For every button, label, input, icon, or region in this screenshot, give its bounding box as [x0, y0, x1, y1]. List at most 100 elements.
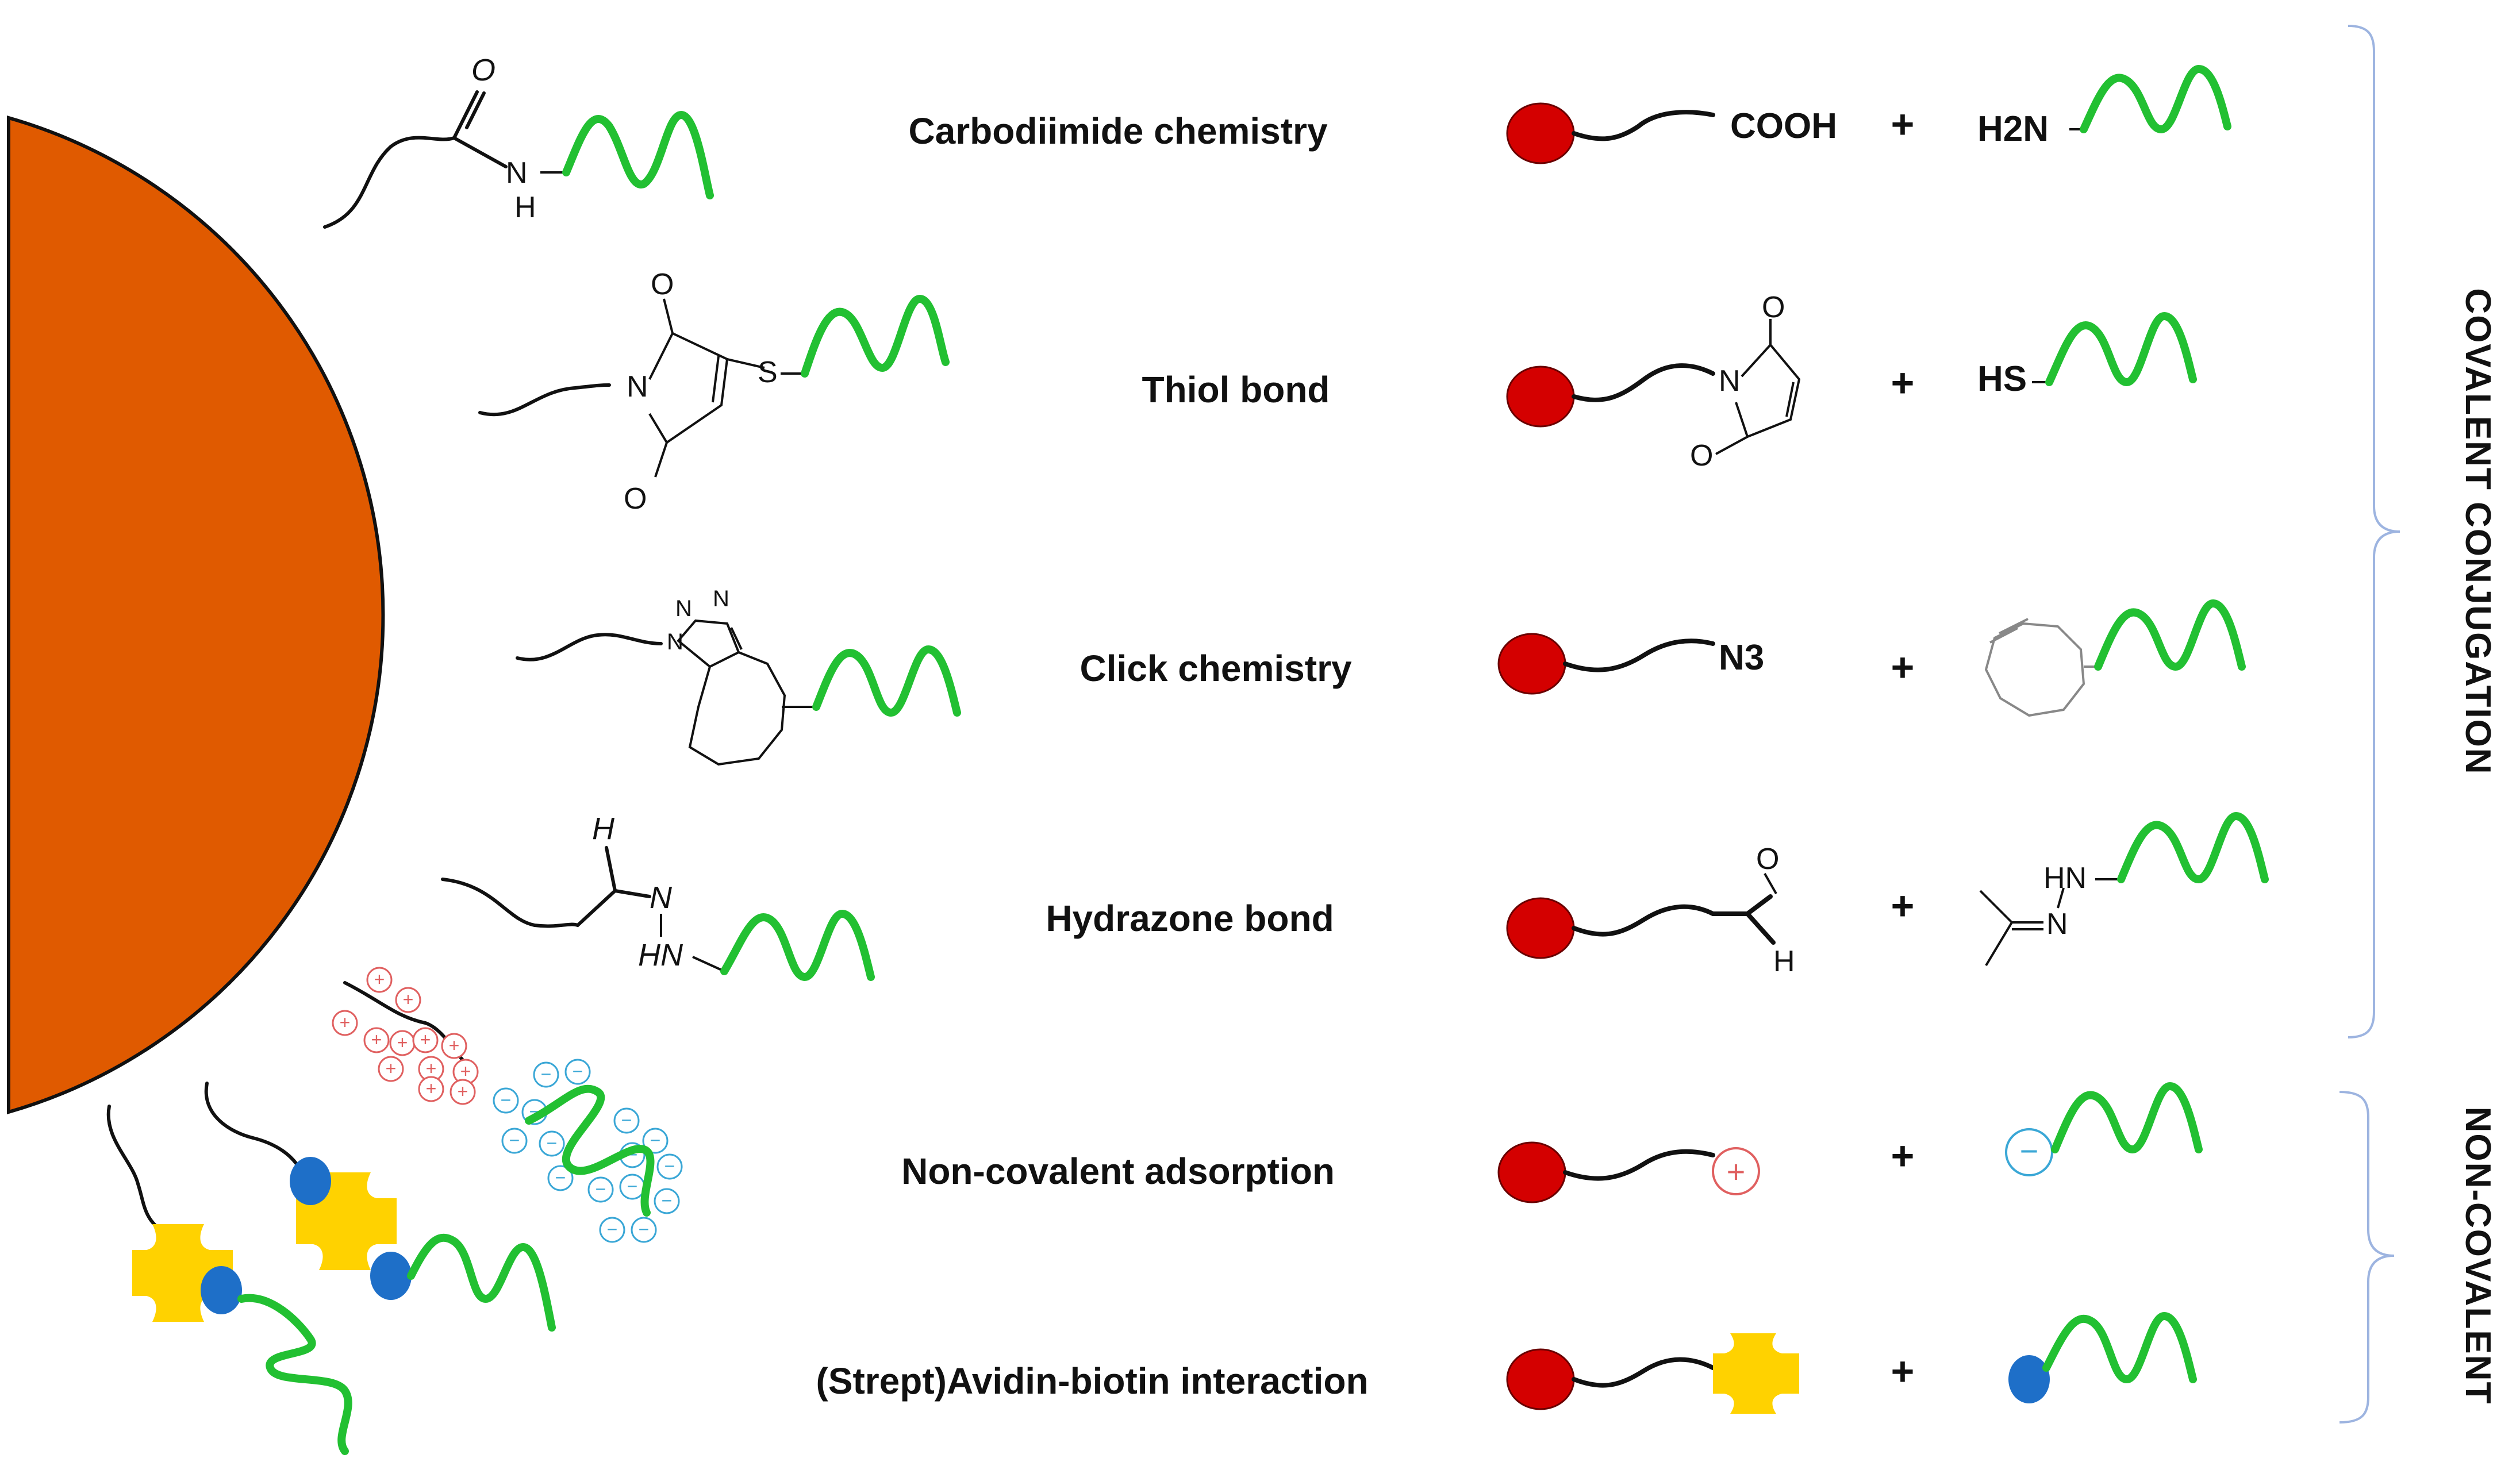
- maleimide-reagent-o-top: O: [1762, 291, 1785, 324]
- method-label-adsorption: Non-covalent adsorption: [901, 1151, 1335, 1192]
- hydrazide-reagent: [1979, 887, 2065, 967]
- negative-charge-sign-16: −: [639, 1219, 650, 1240]
- oligo-strand-biotin-2: [407, 1233, 556, 1332]
- positive-charge-sign-12: +: [458, 1081, 468, 1102]
- negative-charge-12: [587, 1176, 614, 1203]
- negative-charge-sign-7: −: [621, 1110, 632, 1130]
- ligand-tether-3: [1563, 638, 1715, 672]
- positive-charge-sign-11: +: [426, 1078, 437, 1099]
- hydrazone-bond: [692, 956, 725, 972]
- positive-charge-8: [378, 1056, 404, 1082]
- triazole-cyclooctane-ring: [677, 619, 816, 766]
- plus-1: +: [1891, 102, 1915, 147]
- positive-charge-sign-7: +: [449, 1035, 460, 1056]
- bracket-covalent: [2348, 25, 2400, 1038]
- ligand-tether-1: [1572, 110, 1715, 141]
- group-label-noncovalent: NON-COVALENT: [2458, 1107, 2498, 1405]
- negative-charge-sign-15: −: [607, 1219, 618, 1240]
- ligand-sphere-2: [1506, 366, 1575, 428]
- triazole-n2: N: [675, 596, 692, 621]
- negative-charge-15: [599, 1217, 625, 1243]
- plus-6: +: [1891, 1349, 1915, 1394]
- oligo-negative: [2051, 1082, 2203, 1154]
- ligand-tether-5: [1563, 1149, 1715, 1181]
- positive-charge-cloud: ++++++++++++: [332, 967, 479, 1105]
- oligo-strand-amide: [562, 110, 714, 199]
- negative-charge-3: [493, 1087, 519, 1114]
- positive-charge-6: [412, 1027, 439, 1053]
- positive-charge-sign-10: +: [460, 1061, 471, 1082]
- biotin-dot-3: [370, 1252, 412, 1300]
- negative-charge-cloud: −−−−−−−−−−−−−−−−: [493, 1059, 683, 1243]
- negative-charge-11: [547, 1165, 574, 1191]
- negative-charge-sign-3: −: [501, 1090, 512, 1110]
- ligand-tether-6: [1572, 1357, 1715, 1388]
- surface-avidin-linkers: [106, 1082, 304, 1232]
- negative-charge-5: [501, 1128, 528, 1154]
- ligand-sphere-6: [1506, 1348, 1575, 1410]
- ligand-tether-2: [1572, 363, 1715, 402]
- negative-charge-sign-13: −: [627, 1176, 638, 1197]
- negative-charge-sign-5: −: [509, 1130, 520, 1151]
- plus-4: +: [1891, 883, 1915, 928]
- oligo-h2n: [2080, 64, 2231, 134]
- negative-charge-10: [656, 1153, 683, 1180]
- negative-charge-14: [654, 1188, 680, 1214]
- method-label-thiol: Thiol bond: [1142, 369, 1330, 410]
- plus-3: +: [1891, 645, 1915, 690]
- oligo-biotin: [2042, 1311, 2197, 1384]
- method-label-avidin-biotin: (Strept)Avidin-biotin interaction: [816, 1360, 1368, 1402]
- oligo-strand-click: [812, 645, 961, 717]
- negative-charge-sign: −: [2020, 1133, 2039, 1169]
- triazole-n1: N: [667, 629, 683, 655]
- negative-charge-sign-10: −: [664, 1156, 675, 1176]
- method-label-hydrazone: Hydrazone bond: [1046, 898, 1334, 939]
- hydrazide-n: N: [2046, 907, 2068, 941]
- negative-charge-sign-1: −: [541, 1064, 552, 1084]
- negative-charge-8: [642, 1128, 669, 1154]
- positive-charge-sign-1: +: [374, 969, 385, 990]
- aldehyde-h: H: [1773, 945, 1795, 978]
- positive-charge-sign-3: +: [340, 1012, 351, 1033]
- ligand-tether-4: [1572, 894, 1776, 945]
- oligo-strand-hydrazone: [720, 909, 875, 982]
- oligo-hs: [2045, 311, 2197, 387]
- maleimide-reagent-o-bottom: O: [1690, 439, 1713, 472]
- reagent-hs: HS: [1977, 359, 2027, 399]
- oligo-hydrazide: [2117, 811, 2269, 884]
- positive-charge-2: [395, 987, 421, 1013]
- negative-charge-1: [533, 1061, 559, 1088]
- ligand-sphere-5: [1497, 1141, 1566, 1203]
- biotin-dot-1: [290, 1157, 331, 1205]
- nanoparticle: [7, 116, 385, 1114]
- negative-charge-sign-14: −: [662, 1190, 673, 1211]
- negative-charge-sign-6: −: [547, 1133, 558, 1153]
- positive-charge-sign: +: [1727, 1153, 1746, 1190]
- hydrazone-h-label: H: [592, 811, 615, 846]
- amide-n-label: N: [506, 156, 528, 190]
- negative-charge-7: [613, 1107, 640, 1134]
- aldehyde-bond: [1764, 873, 1777, 894]
- hydrazide-hn: HN: [2043, 861, 2087, 895]
- thio-s-label: S: [758, 356, 778, 389]
- method-label-carbodiimide: Carbodiimide chemistry: [908, 110, 1328, 152]
- surface-amide-linkage: [323, 90, 508, 229]
- positive-charge-1: [366, 967, 393, 993]
- maleimide-n-label: N: [627, 370, 648, 403]
- avidin-shape-1: [132, 1224, 233, 1322]
- oligo-cyclooctyne: [2094, 599, 2246, 671]
- cyclooctyne-ring: [1984, 618, 2085, 717]
- reagent-cooh: COOH: [1730, 106, 1837, 146]
- ligand-sphere-3: [1497, 633, 1566, 695]
- triazole-n3: N: [713, 586, 729, 611]
- ligand-sphere-4: [1506, 897, 1575, 959]
- oligo-strand-adsorbed: [525, 1084, 655, 1217]
- positive-charge-11: [418, 1076, 444, 1102]
- biotin-dot-2: [201, 1266, 242, 1314]
- hydrazone-n-label: N: [650, 880, 673, 915]
- surface-click-linkage: [516, 633, 663, 661]
- method-label-click: Click chemistry: [1080, 648, 1352, 689]
- negative-charge-6: [539, 1130, 565, 1157]
- oligo-strand-biotin-1: [237, 1294, 352, 1455]
